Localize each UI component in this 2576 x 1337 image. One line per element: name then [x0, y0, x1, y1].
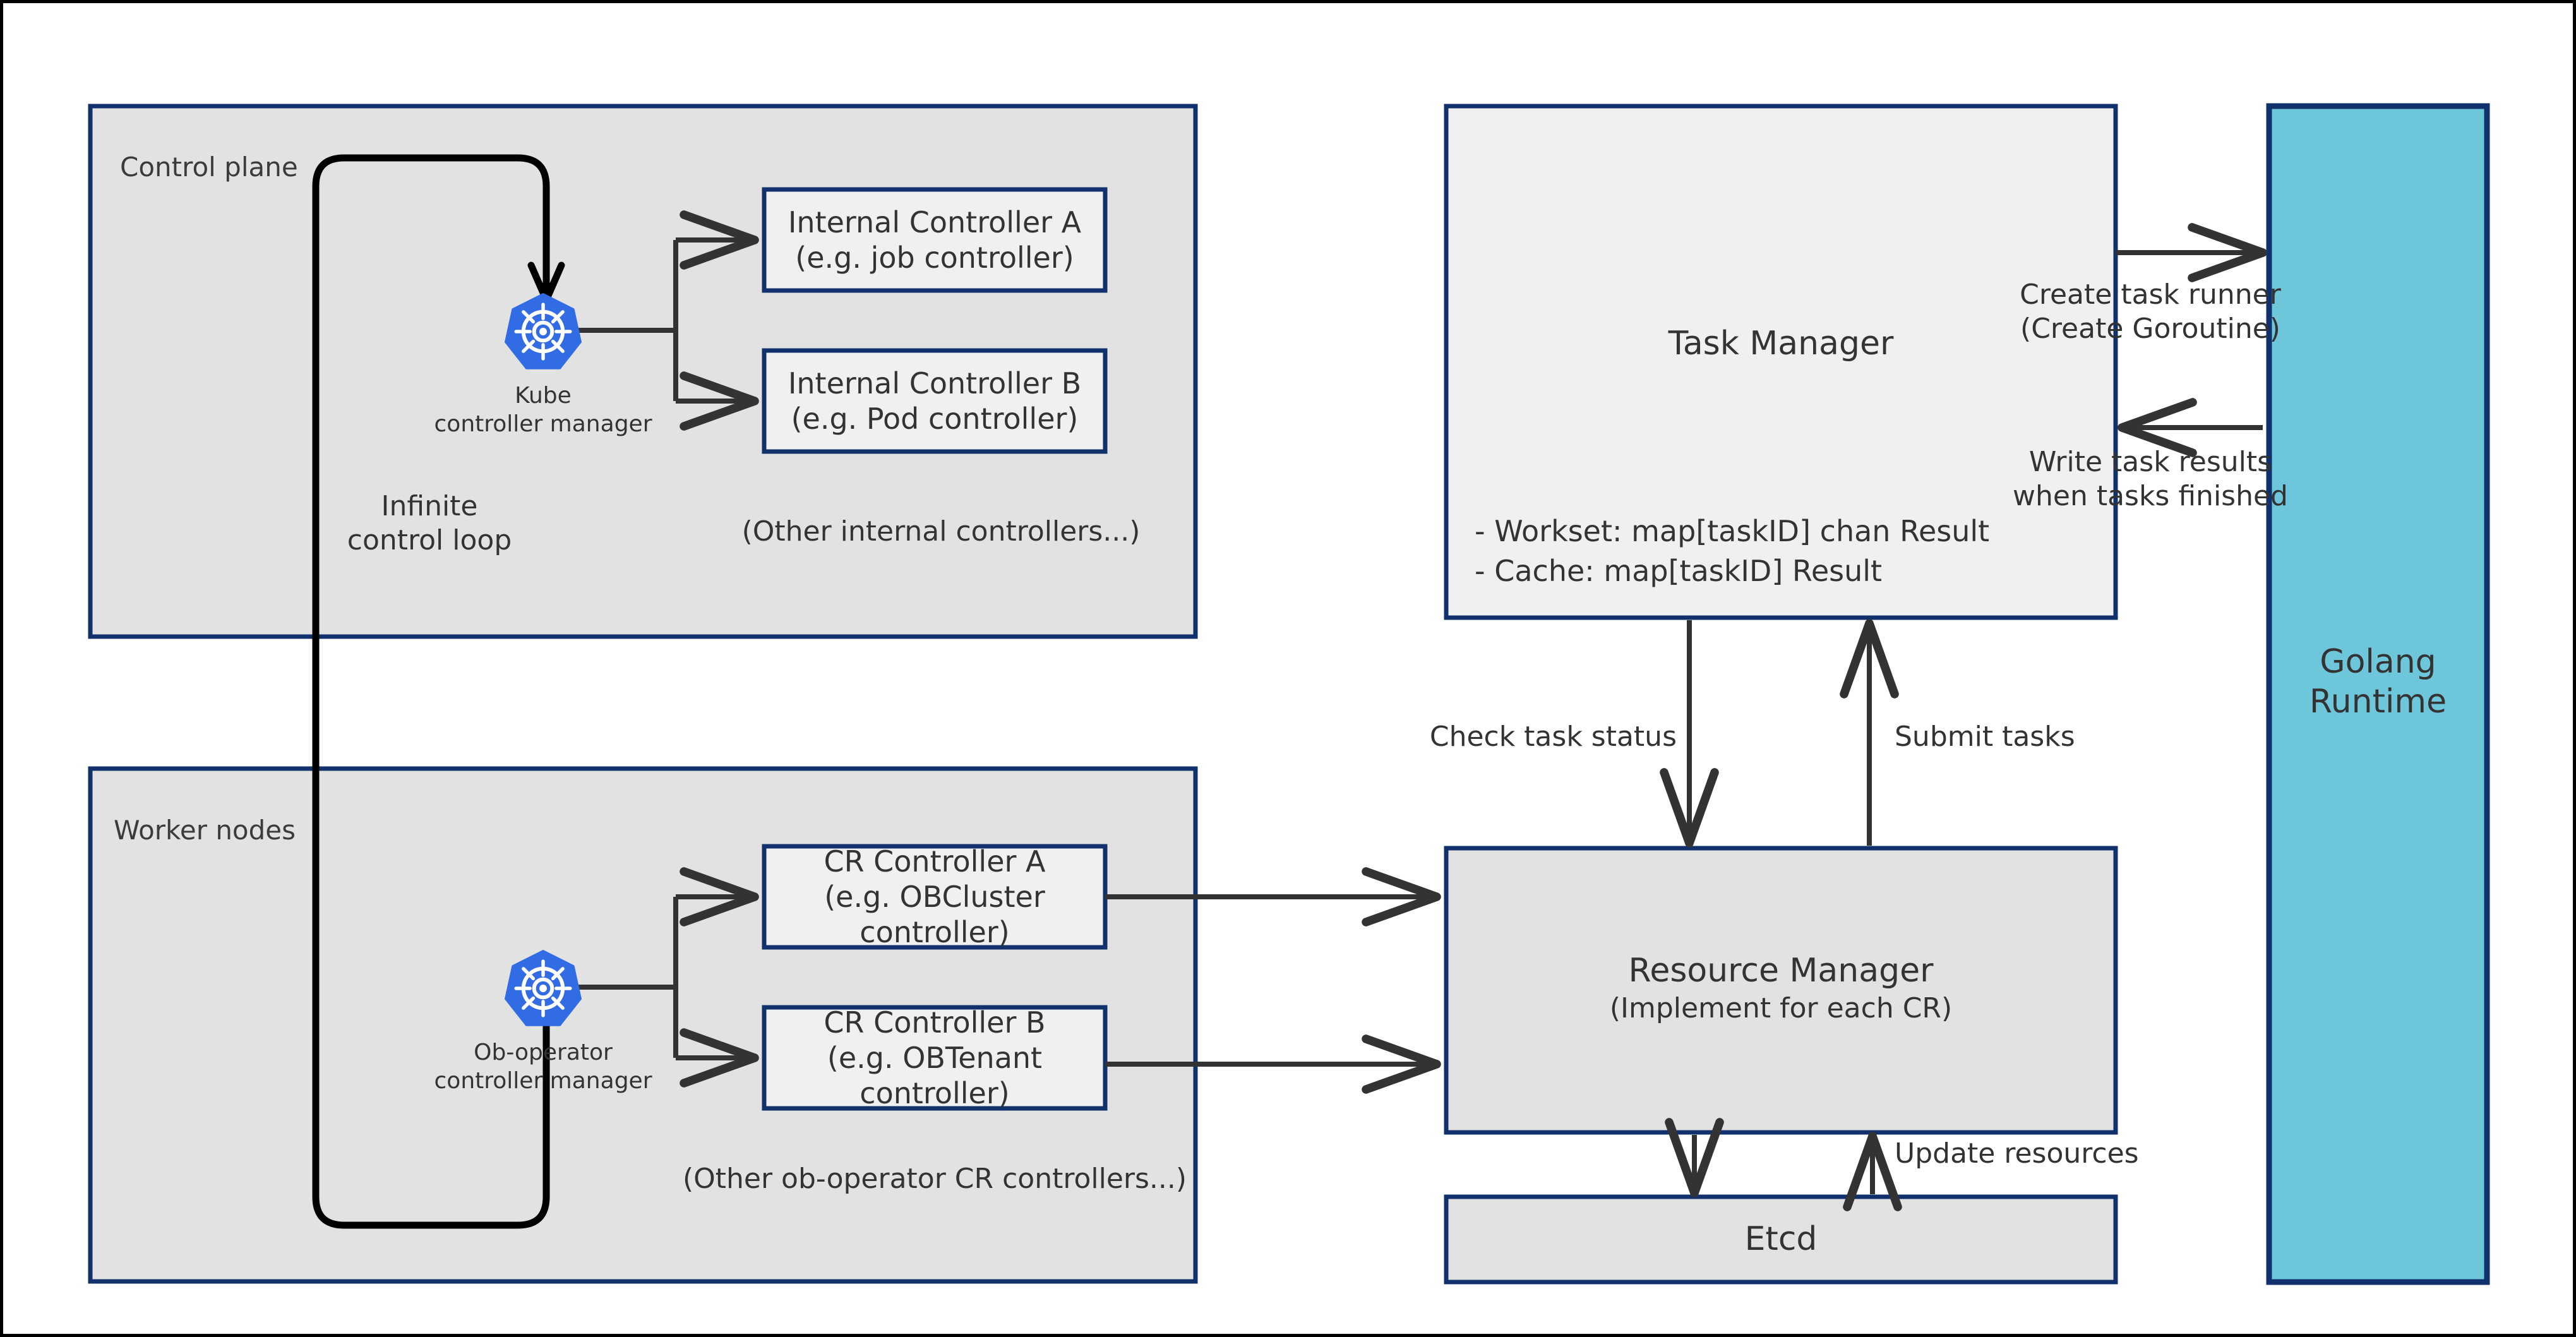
- golang-runtime-line1: Golang: [2320, 642, 2436, 681]
- edge-label-update-resources: Update resources: [1895, 1137, 2139, 1170]
- golang-runtime-line2: Runtime: [2309, 683, 2447, 721]
- note-other-cr-controllers: (Other ob-operator CR controllers...): [682, 1163, 1187, 1195]
- edge-label-create-task-runner: Create task runner (Create Goroutine): [2020, 279, 2281, 345]
- group-label-worker-nodes: Worker nodes: [114, 815, 296, 846]
- kube-controller-manager-node[interactable]: [502, 291, 584, 373]
- cr-controller-b-line2: (e.g. OBTenant controller): [827, 1040, 1043, 1111]
- note-infinite-control-loop: Infinite control loop: [347, 490, 512, 556]
- internal-controller-a-line2: (e.g. job controller): [795, 241, 1074, 275]
- label-internal-controller-b[interactable]: Internal Controller B (e.g. Pod controll…: [764, 351, 1105, 452]
- task-manager-fields: - Workset: map[taskID] chan Result - Cac…: [1475, 514, 1990, 589]
- label-cr-controller-b[interactable]: CR Controller B (e.g. OBTenant controlle…: [755, 1005, 1115, 1111]
- internal-controller-b-line2: (e.g. Pod controller): [791, 402, 1079, 436]
- edge-label-submit-tasks: Submit tasks: [1895, 721, 2075, 753]
- note-other-internal-controllers: (Other internal controllers...): [741, 515, 1141, 548]
- label-internal-controller-a[interactable]: Internal Controller A (e.g. job controll…: [764, 189, 1105, 291]
- ob-operator-controller-manager-caption: Ob-operator controller manager: [385, 1039, 701, 1095]
- label-etcd[interactable]: Etcd: [1446, 1197, 2116, 1282]
- ob-operator-controller-manager-node[interactable]: [502, 947, 584, 1029]
- label-cr-controller-a[interactable]: CR Controller A (e.g. OBCluster controll…: [755, 844, 1115, 950]
- label-task-manager[interactable]: Task Manager: [1446, 319, 2116, 369]
- cr-controller-a-line1: CR Controller A: [824, 844, 1046, 878]
- task-manager-title: Task Manager: [1668, 325, 1894, 363]
- internal-controller-a-line1: Internal Controller A: [788, 205, 1082, 239]
- resource-manager-line2: (Implement for each CR): [1609, 992, 1953, 1024]
- ob-operator-controller-manager-line2: controller manager: [434, 1067, 652, 1094]
- kube-controller-manager-caption: Kube controller manager: [385, 382, 701, 438]
- label-golang-runtime[interactable]: Golang Runtime: [2269, 638, 2487, 726]
- edge-label-write-task-results: Write task results when tasks finished: [2013, 446, 2288, 512]
- label-resource-manager[interactable]: Resource Manager (Implement for each CR): [1446, 938, 2116, 1039]
- edge-label-check-task-status: Check task status: [1429, 721, 1677, 753]
- kube-controller-manager-line2: controller manager: [434, 411, 652, 437]
- cr-controller-b-line1: CR Controller B: [824, 1005, 1046, 1040]
- resource-manager-line1: Resource Manager: [1628, 952, 1934, 990]
- kube-controller-manager-line1: Kube: [515, 383, 572, 409]
- group-label-control-plane: Control plane: [120, 152, 298, 183]
- ob-operator-controller-manager-line1: Ob-operator: [474, 1040, 613, 1065]
- etcd-label: Etcd: [1744, 1220, 1818, 1258]
- kubernetes-icon: [504, 949, 582, 1026]
- internal-controller-b-line1: Internal Controller B: [788, 366, 1082, 400]
- cr-controller-a-line2: (e.g. OBCluster controller): [824, 879, 1045, 950]
- kubernetes-icon: [504, 292, 582, 369]
